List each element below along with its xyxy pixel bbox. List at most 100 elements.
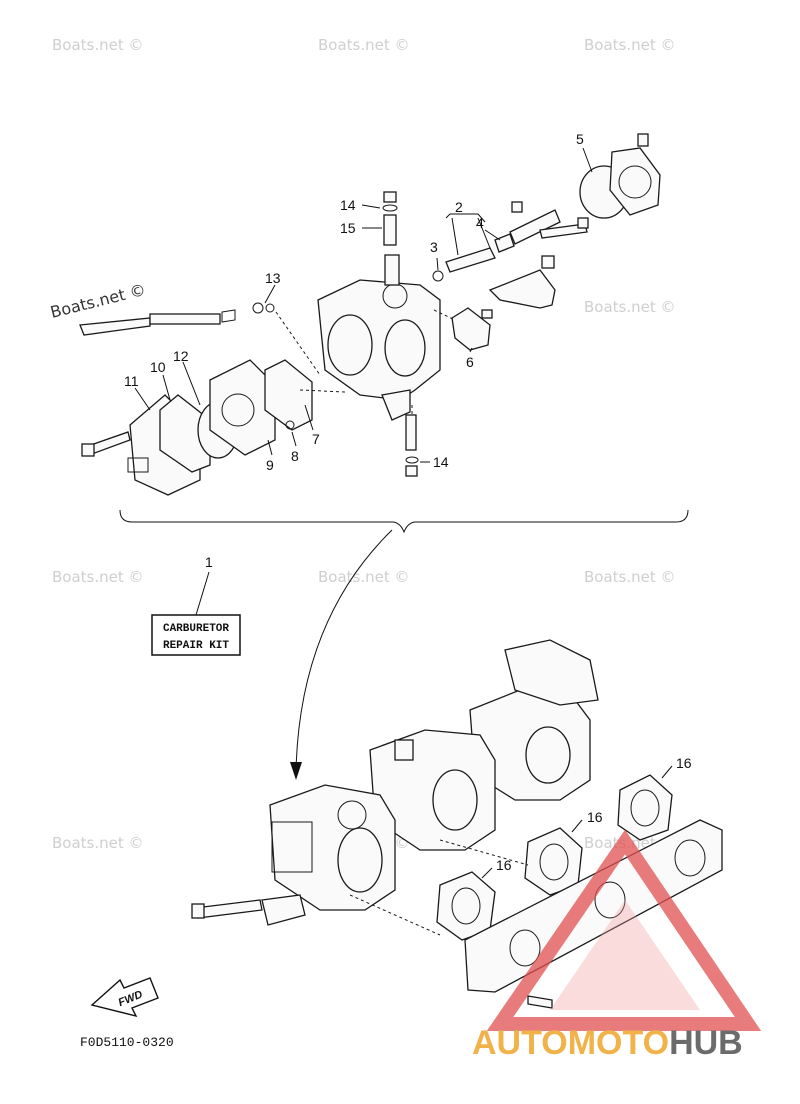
callout-14-bottom: 14	[433, 454, 449, 470]
assembly-arrowhead	[290, 762, 302, 780]
gasket-16-rear	[617, 774, 673, 841]
watermark: Boats.net ©	[52, 36, 144, 54]
pump-cover-5	[609, 147, 661, 216]
gasket-7	[264, 359, 313, 431]
pump-body	[209, 359, 276, 456]
o-ring-3	[432, 270, 444, 282]
gasket-16-front-hole	[451, 887, 481, 925]
callout-11: 11	[124, 373, 139, 389]
leader-16-middle	[571, 819, 583, 833]
bracket	[488, 269, 556, 309]
assembly-line	[299, 389, 346, 393]
cover-screw-head	[81, 443, 95, 457]
linkage-arm	[509, 209, 561, 245]
o-ring-13b	[265, 303, 275, 313]
callout-13: 13	[265, 270, 281, 286]
throttle-screw-rod	[149, 313, 221, 325]
callout-15: 15	[340, 220, 356, 236]
repair-kit-line1: CARBURETOR	[163, 623, 229, 635]
carb-rear-top-linkage	[504, 639, 599, 706]
leader-10	[162, 374, 171, 401]
carb-middle-bore	[432, 769, 478, 831]
needle-valve-2	[445, 247, 496, 273]
leader-12	[182, 361, 201, 406]
throttle-bore-left	[327, 314, 373, 376]
spring	[221, 309, 236, 323]
ring-8	[285, 420, 295, 430]
alignment-line	[439, 839, 529, 866]
gasket-16-middle-hole	[539, 843, 569, 881]
throttle-shaft	[194, 899, 263, 919]
bracket-leader-2	[445, 213, 486, 223]
logo-triangle-icon	[486, 829, 762, 1031]
leader-7	[304, 404, 314, 431]
callout-3: 3	[430, 239, 438, 255]
figure-code: F0D5110-0320	[80, 1035, 174, 1050]
pump-cover-recess	[618, 165, 652, 199]
watermark-dark: Boats.net ©	[48, 280, 147, 322]
carburetor-exploded-view: 2 3 4 5 6 7 8 9 10 11 12 13 14 15 14	[79, 131, 661, 496]
leader-3	[436, 257, 439, 271]
repair-kit-line2: REPAIR KIT	[163, 640, 229, 652]
throttle-bore-right	[384, 319, 426, 377]
leader-9	[267, 439, 273, 456]
body-lower-boss	[381, 389, 411, 421]
throttle-screw-shaft	[79, 317, 151, 336]
group-brace	[119, 509, 689, 534]
leader-8	[291, 431, 297, 447]
logo-text: AUTOMOTOHUB	[472, 1024, 743, 1062]
o-ring-14-bottom	[405, 456, 419, 464]
leader-2b	[477, 217, 491, 249]
carb-front-bore	[337, 827, 383, 893]
callout-2: 2	[455, 199, 463, 215]
gasket-6	[451, 307, 491, 351]
jet-cap	[383, 191, 397, 203]
watermark: Boats.net ©	[584, 36, 676, 54]
leader-2a	[451, 217, 459, 256]
callout-6: 6	[466, 354, 474, 370]
assembly-line	[433, 309, 456, 321]
jet-plug	[405, 465, 418, 477]
callout-12: 12	[173, 348, 189, 364]
carb-front-choke	[337, 800, 367, 830]
pin	[539, 223, 588, 239]
intake-manifold	[464, 819, 723, 993]
gasket-16-rear-hole	[630, 789, 660, 827]
carb-rear-bore	[525, 726, 571, 784]
assembly-line	[275, 311, 321, 376]
callout-8: 8	[291, 448, 299, 464]
logo-triangle-fill-icon	[550, 900, 700, 1010]
gasket-screw	[481, 309, 493, 319]
carburetor-assembly: 16 16 16	[191, 639, 723, 1009]
callout-10: 10	[150, 359, 166, 375]
automotohub-logo: AUTOMOTOHUB	[472, 829, 762, 1062]
bracket-screw	[541, 255, 555, 269]
leader-11	[134, 387, 151, 411]
callout-4: 4	[476, 215, 484, 231]
manifold-port-1	[509, 929, 541, 967]
pilot-jet-15	[383, 214, 397, 246]
main-jet	[405, 414, 417, 451]
callout-14-top: 14	[340, 197, 356, 213]
leader-14-top	[361, 204, 381, 209]
leader-5	[582, 147, 593, 173]
watermark: Boats.net ©	[318, 568, 410, 586]
callout-16-rear: 16	[676, 755, 692, 771]
manifold-port-2	[594, 881, 626, 919]
leader-1	[195, 571, 210, 616]
callout-7: 7	[312, 431, 320, 447]
throttle-shaft-end	[191, 903, 205, 919]
repair-kit-box	[151, 614, 241, 656]
watermark: Boats.net ©	[52, 568, 144, 586]
carb-front-pump-cover	[271, 821, 313, 873]
manifold-bolt	[527, 995, 553, 1009]
throttle-lever	[261, 894, 306, 926]
carb-middle-top	[394, 739, 414, 761]
manifold-port-3	[674, 839, 706, 877]
logo-text-part2: HUB	[669, 1024, 743, 1062]
callout-16-front: 16	[496, 857, 512, 873]
callout-5: 5	[576, 131, 584, 147]
leader-13	[264, 284, 276, 304]
cover-bolt	[637, 133, 649, 147]
watermark: Boats.net ©	[584, 298, 676, 316]
